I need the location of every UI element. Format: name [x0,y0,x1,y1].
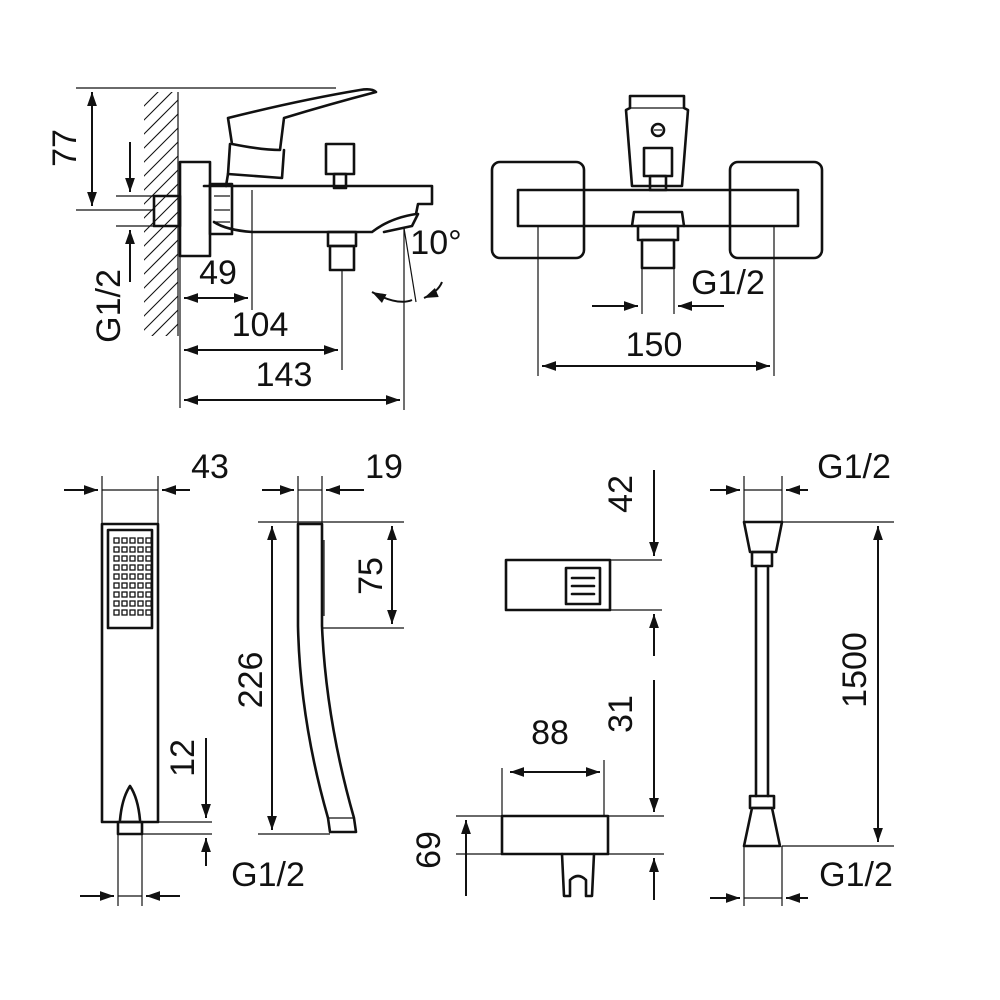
dim-77-label: 77 [46,129,84,167]
dim-104-label: 104 [232,306,289,344]
wall-hatching [144,92,178,336]
mixer-body [202,184,434,234]
dim-side-thread-label: G1/2 [90,269,128,343]
bath-spout [382,212,420,234]
dim-31-label: 31 [602,695,640,733]
handshower-front-view: 43 12 G1/2 [64,448,305,906]
dim-75-label: 75 [352,557,390,595]
dim-19-label: 19 [365,448,403,486]
dim-1500-label: 1500 [836,632,874,708]
shower-outlet [326,230,358,248]
dim-front-thread-label: G1/2 [691,264,765,302]
handshower-profile [296,522,358,834]
wall-flange-right [728,160,824,260]
hose-bottom-nut [742,806,782,848]
dim-hose-thread-top-label: G1/2 [817,448,891,486]
dim-49-label: 49 [199,254,237,292]
eccentric-cover [178,160,212,258]
hose-top-nut [742,520,784,554]
mixer-front-view: G1/2 150 [490,94,824,376]
dim-angle-label: 10° [410,224,461,262]
shower-hose-view: G1/2 1500 G1/2 [710,448,894,906]
shower-holder-top-view: 42 [504,470,662,656]
dim-42-label: 42 [602,475,640,513]
diverter-knob [324,142,356,176]
mixer-body-front [516,188,800,228]
dim-150-label: 150 [626,326,683,364]
dim-43-label: 43 [191,448,229,486]
dim-226-label: 226 [232,652,270,709]
handshower-side-view: 19 75 226 [232,448,404,835]
dim-12-label: 12 [164,739,202,777]
holder-side-body [500,814,610,856]
holder-cradle [560,852,596,898]
mixer-lever [226,88,378,152]
dim-143-label: 143 [256,356,313,394]
dim-88-label: 88 [531,714,569,752]
holder-body [504,558,612,612]
dim-69-label: 69 [410,831,448,869]
spray-nozzles [113,537,152,616]
mixer-lever-front [624,94,690,188]
shower-holder-side-view: 88 31 69 [410,680,664,900]
mixer-side-view: 77 G1/2 49 104 143 10° [46,87,462,410]
dim-hose-thread-bottom-label: G1/2 [819,856,893,894]
dim-handshower-thread-label: G1/2 [231,856,305,894]
